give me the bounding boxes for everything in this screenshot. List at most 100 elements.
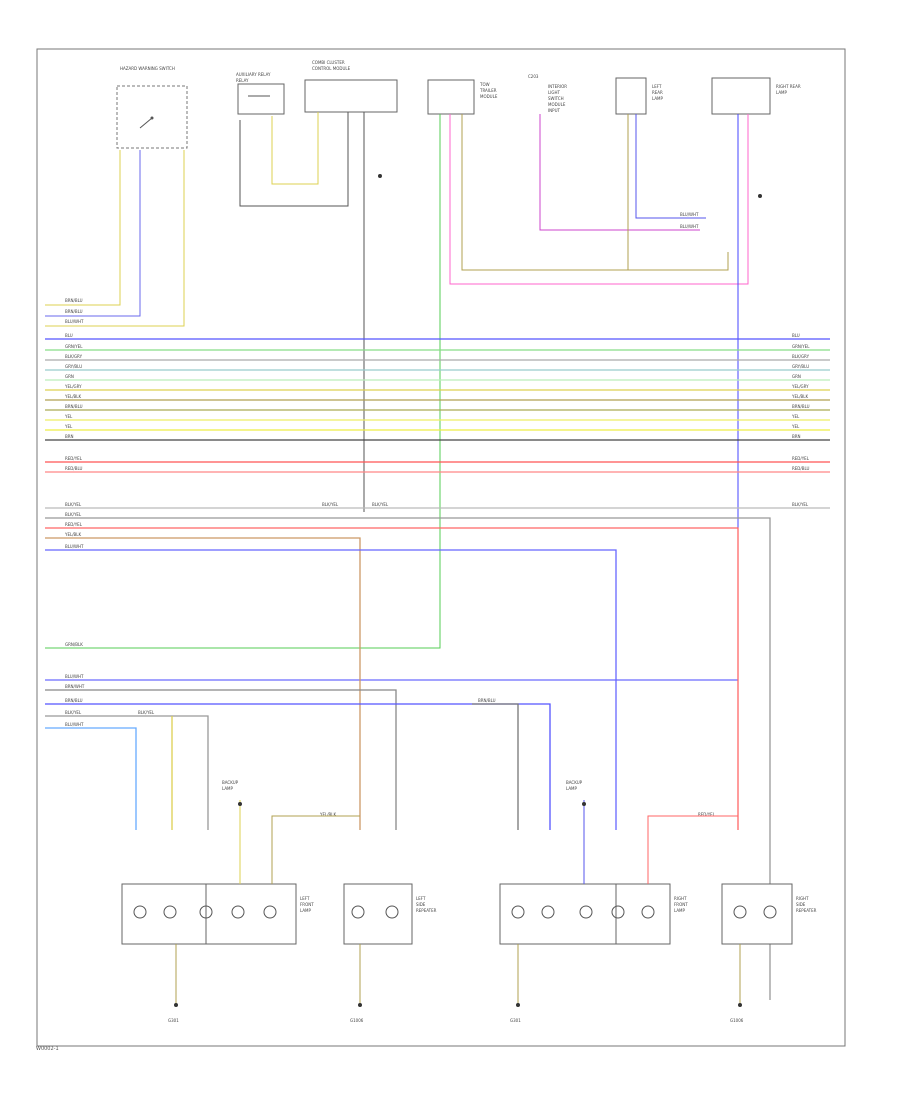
top-wires <box>45 112 762 681</box>
diagram-code: W0002-1 <box>36 1046 59 1052</box>
svg-text:LIGHT: LIGHT <box>548 90 561 95</box>
svg-text:YEL/GRY: YEL/GRY <box>791 384 809 389</box>
svg-text:BRN: BRN <box>792 434 801 439</box>
ground-label-1: G301 <box>168 1018 179 1023</box>
combi-cluster: COMBI CLUSTER CONTROL MODULE <box>304 60 398 113</box>
svg-text:RED/YEL: RED/YEL <box>698 812 716 817</box>
svg-text:YEL/BLK: YEL/BLK <box>319 812 337 817</box>
svg-text:CONTROL MODULE: CONTROL MODULE <box>312 66 351 71</box>
svg-text:BRN/BLU: BRN/BLU <box>65 404 83 409</box>
bus-lines <box>45 338 830 1000</box>
svg-text:TOW: TOW <box>479 82 490 87</box>
svg-text:YEL/BLK: YEL/BLK <box>64 532 82 537</box>
svg-text:BLU/WHT: BLU/WHT <box>65 319 84 324</box>
diagram-border <box>36 48 846 1047</box>
bus-right-labels: BLU GRN/YEL BLK/GRY GRY/BLU GRN YEL/GRY … <box>791 333 810 507</box>
aux-relay-label: AUXILIARY RELAY <box>236 72 271 77</box>
svg-text:FRONT: FRONT <box>674 902 688 907</box>
svg-text:BLK/YEL: BLK/YEL <box>65 710 82 715</box>
svg-text:LAMP: LAMP <box>300 908 312 913</box>
svg-text:RED/YEL: RED/YEL <box>792 456 810 461</box>
svg-text:GRY/BLU: GRY/BLU <box>792 364 809 369</box>
left-side-lamp: LEFT SIDE REPEATER <box>343 883 437 945</box>
svg-text:BLU/WHT: BLU/WHT <box>680 212 699 217</box>
bus-left-labels: BLU GRN/YEL BLK/GRY GRY/BLU GRN YEL/GRY … <box>64 298 85 727</box>
hazard-switch-label: HAZARD WARNING SWITCH <box>120 66 175 71</box>
svg-text:TRAILER: TRAILER <box>479 88 497 93</box>
svg-text:BLK/YEL: BLK/YEL <box>322 502 339 507</box>
svg-text:YEL: YEL <box>64 414 73 419</box>
tow-module: TOW TRAILER MODULE <box>427 79 498 115</box>
svg-text:LEFT: LEFT <box>300 896 310 901</box>
svg-text:YEL: YEL <box>64 424 73 429</box>
svg-text:LAMP: LAMP <box>222 786 234 791</box>
svg-text:BRN/BLU: BRN/BLU <box>792 404 810 409</box>
svg-text:INTERIOR: INTERIOR <box>548 84 567 89</box>
top-components: HAZARD WARNING SWITCH AUXILIARY RELAY RE… <box>116 60 801 149</box>
ground-label-4: G1006 <box>730 1018 744 1023</box>
svg-text:RED/BLU: RED/BLU <box>792 466 810 471</box>
ground-points <box>174 802 742 1007</box>
svg-text:RED/BLU: RED/BLU <box>65 466 83 471</box>
svg-text:LAMP: LAMP <box>674 908 686 913</box>
svg-text:GRN: GRN <box>792 374 801 379</box>
svg-text:INPUT: INPUT <box>548 108 561 113</box>
svg-text:BRN/BLU: BRN/BLU <box>478 698 496 703</box>
svg-text:BLK/YEL: BLK/YEL <box>792 502 809 507</box>
auxiliary-relay: AUXILIARY RELAY RELAY <box>236 72 285 115</box>
svg-text:RIGHT REAR: RIGHT REAR <box>776 84 801 89</box>
svg-text:YEL/GRY: YEL/GRY <box>64 384 82 389</box>
svg-text:LAMP: LAMP <box>652 96 664 101</box>
svg-text:LAMP: LAMP <box>566 786 578 791</box>
svg-text:SIDE: SIDE <box>796 902 806 907</box>
bottom-lamps: LEFT FRONT LAMP LEFT SIDE REPEATER RIGHT… <box>121 780 817 1023</box>
svg-text:BLU/WHT: BLU/WHT <box>680 224 699 229</box>
svg-text:BLK/GRY: BLK/GRY <box>792 354 810 359</box>
svg-text:LAMP: LAMP <box>776 90 788 95</box>
svg-text:REAR: REAR <box>652 90 663 95</box>
ground-label-3: G301 <box>510 1018 521 1023</box>
svg-text:BLK/GRY: BLK/GRY <box>65 354 83 359</box>
svg-text:GRN/YEL: GRN/YEL <box>792 344 810 349</box>
svg-text:RIGHT: RIGHT <box>674 896 687 901</box>
svg-text:BACKUP: BACKUP <box>566 780 583 785</box>
svg-text:SIDE: SIDE <box>416 902 426 907</box>
svg-text:BACKUP: BACKUP <box>222 780 239 785</box>
svg-text:MODULE: MODULE <box>480 94 498 99</box>
svg-text:GRN: GRN <box>65 374 74 379</box>
svg-text:YEL/BLK: YEL/BLK <box>64 394 82 399</box>
svg-text:BRN/BLU: BRN/BLU <box>65 309 83 314</box>
right-front-lamps: RIGHT FRONT LAMP <box>499 883 688 945</box>
svg-text:SWITCH: SWITCH <box>548 96 564 101</box>
svg-text:FRONT: FRONT <box>300 902 314 907</box>
svg-text:BLU/WHT: BLU/WHT <box>65 544 84 549</box>
svg-text:BLU: BLU <box>792 333 800 338</box>
svg-text:YEL: YEL <box>791 414 800 419</box>
svg-text:BLU/WHT: BLU/WHT <box>65 674 84 679</box>
svg-text:REPEATER: REPEATER <box>416 908 437 913</box>
svg-text:GRN/BLK: GRN/BLK <box>65 642 83 647</box>
svg-text:BRN: BRN <box>65 434 74 439</box>
ground-label-2: G1006 <box>350 1018 364 1023</box>
svg-text:GRN/YEL: GRN/YEL <box>65 344 83 349</box>
svg-text:REPEATER: REPEATER <box>796 908 817 913</box>
svg-text:C203: C203 <box>528 74 539 79</box>
right-lamp-module: RIGHT REAR LAMP <box>711 77 801 115</box>
svg-text:LEFT: LEFT <box>416 896 426 901</box>
svg-text:YEL/BLK: YEL/BLK <box>791 394 809 399</box>
svg-text:BLK/YEL: BLK/YEL <box>65 512 82 517</box>
svg-text:LEFT: LEFT <box>652 84 662 89</box>
combi-cluster-label: COMBI CLUSTER <box>312 60 345 65</box>
svg-text:RELAY: RELAY <box>236 78 249 83</box>
mid-labels: BLK/YEL BLK/YEL BLK/YEL BRN/BLU YEL/BLK … <box>138 212 716 817</box>
svg-text:GRY/BLU: GRY/BLU <box>65 364 82 369</box>
svg-text:BLK/YEL: BLK/YEL <box>138 710 155 715</box>
left-front-lamps: LEFT FRONT LAMP <box>121 883 314 945</box>
svg-text:BRN/BLU: BRN/BLU <box>65 298 83 303</box>
svg-text:RIGHT: RIGHT <box>796 896 809 901</box>
svg-text:BLU/WHT: BLU/WHT <box>65 722 84 727</box>
svg-text:BLU: BLU <box>65 333 73 338</box>
svg-text:BRN/BLU: BRN/BLU <box>65 698 83 703</box>
svg-text:MODULE: MODULE <box>548 102 566 107</box>
